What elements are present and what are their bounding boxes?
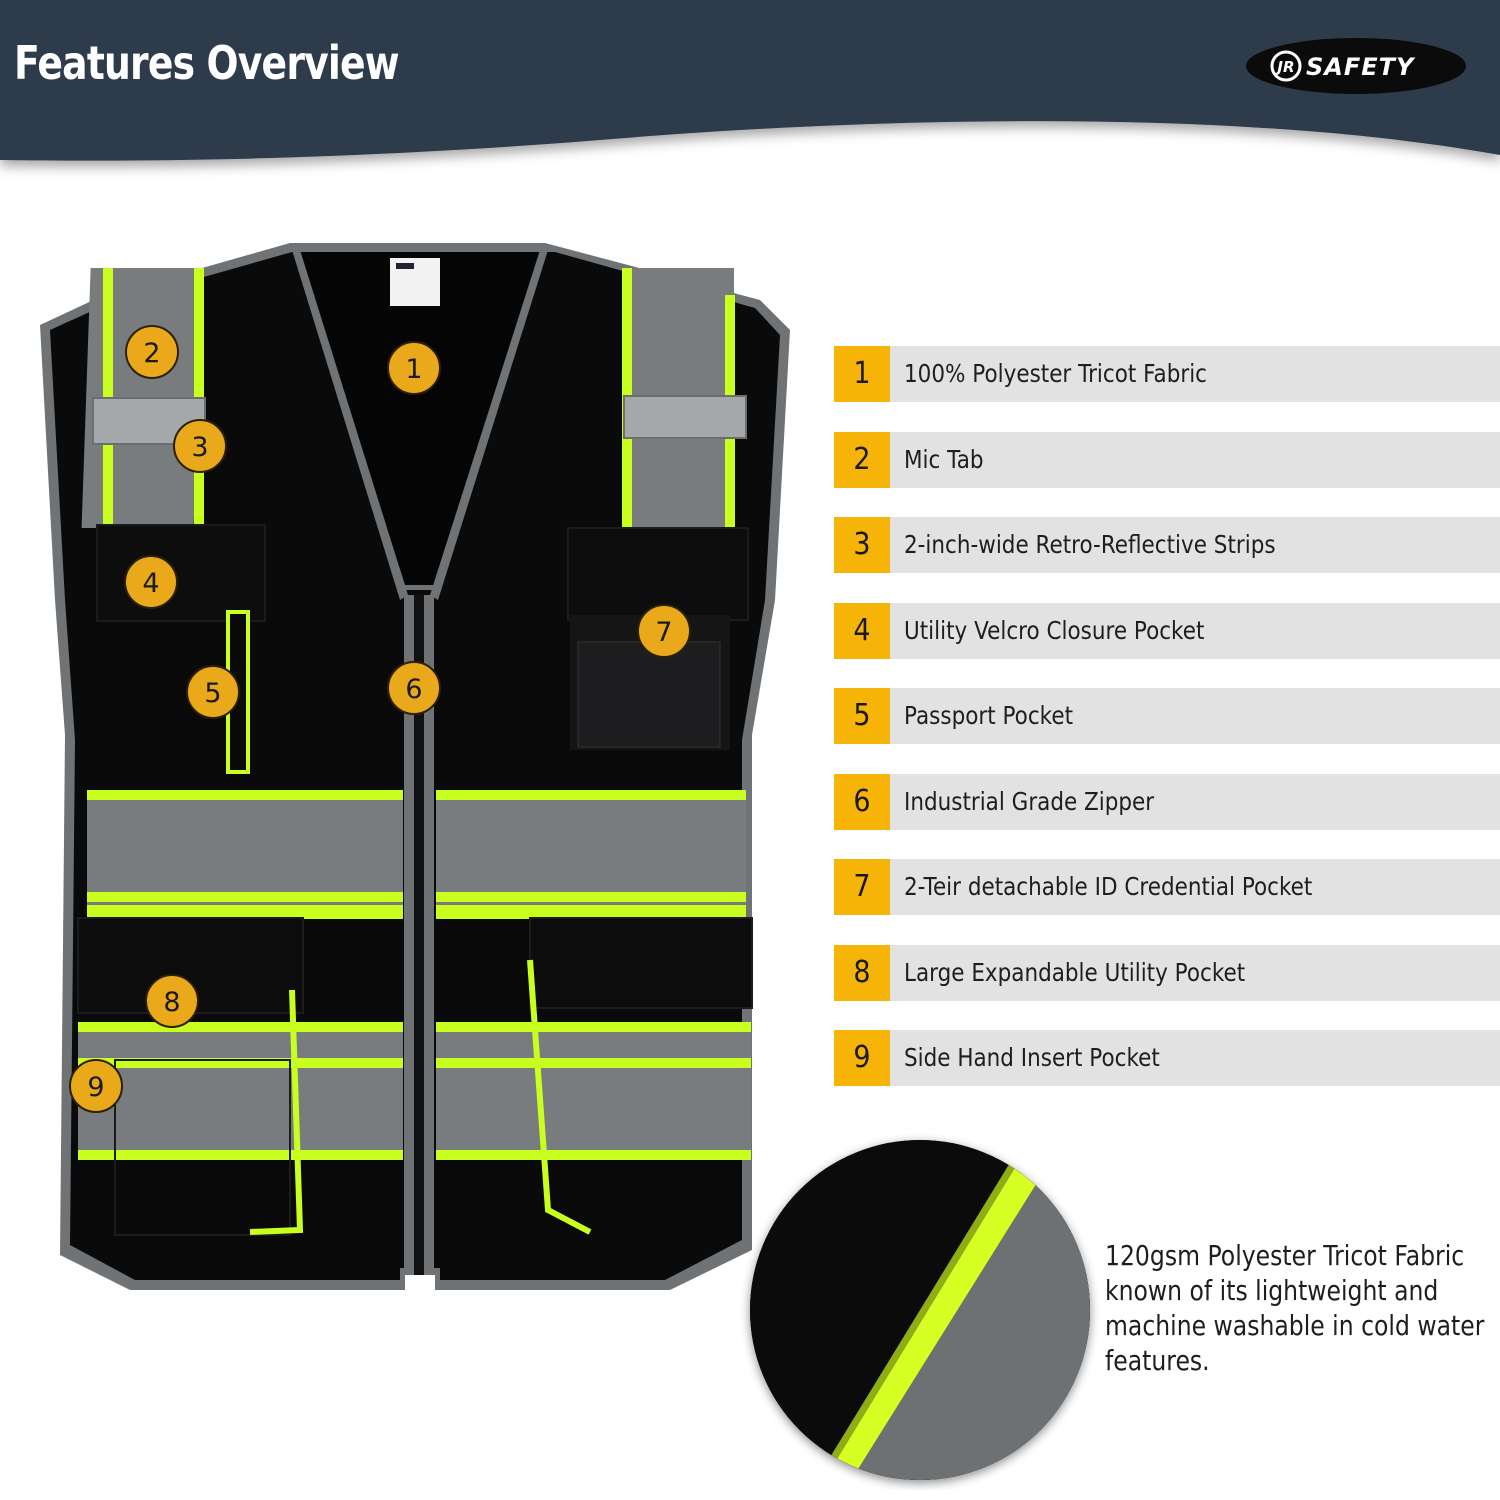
feature-number: 5 <box>834 688 890 744</box>
waist-reflective-band <box>87 790 746 919</box>
feature-label: Passport Pocket <box>904 701 1074 730</box>
feature-row: 7 2-Teir detachable ID Credential Pocket <box>834 859 1500 915</box>
feature-row: 1 100% Polyester Tricot Fabric <box>834 346 1500 402</box>
vest-illustration: 1 2 3 4 5 6 7 8 9 <box>40 243 790 1290</box>
feature-number: 4 <box>834 603 890 659</box>
callout-5-number: 5 <box>204 678 221 709</box>
feature-number: 2 <box>834 432 890 488</box>
feature-row: 6 Industrial Grade Zipper <box>834 774 1500 830</box>
callout-7: 7 <box>637 604 691 658</box>
logo-text: SAFETY <box>1306 53 1416 81</box>
feature-row: 9 Side Hand Insert Pocket <box>834 1030 1500 1086</box>
feature-label: Industrial Grade Zipper <box>904 787 1155 816</box>
feature-label: 100% Polyester Tricot Fabric <box>904 359 1207 388</box>
fabric-closeup <box>750 1140 1090 1480</box>
callout-2-number: 2 <box>143 338 160 369</box>
header-banner <box>0 0 1500 161</box>
brand-logo: JR SAFETY <box>1246 38 1466 94</box>
callout-4: 4 <box>124 555 178 609</box>
callout-3: 3 <box>173 419 227 473</box>
callout-1-number: 1 <box>405 354 422 385</box>
feature-number: 3 <box>834 517 890 573</box>
callout-7-number: 7 <box>655 617 672 648</box>
callout-8-number: 8 <box>163 987 180 1018</box>
feature-row: 3 2-inch-wide Retro-Reflective Strips <box>834 517 1500 573</box>
page-title: Features Overview <box>14 36 400 90</box>
feature-label: 2-inch-wide Retro-Reflective Strips <box>904 530 1276 559</box>
feature-callouts: 1 2 3 4 5 6 7 8 9 <box>69 325 691 1113</box>
callout-1: 1 <box>387 341 441 395</box>
callout-2: 2 <box>125 325 179 379</box>
feature-label: Utility Velcro Closure Pocket <box>904 616 1205 645</box>
chest-pockets <box>96 524 749 774</box>
feature-number: 6 <box>834 774 890 830</box>
fabric-description: 120gsm Polyester Tricot Fabric known of … <box>1105 1239 1485 1377</box>
callout-6: 6 <box>387 661 441 715</box>
shoulder-reflective-strips <box>81 268 747 530</box>
feature-number: 8 <box>834 945 890 1001</box>
feature-number: 1 <box>834 346 890 402</box>
logo-mark: JR <box>1274 58 1294 76</box>
callout-4-number: 4 <box>142 568 159 599</box>
lower-reflective-band <box>78 1022 751 1160</box>
callout-3-number: 3 <box>191 432 208 463</box>
feature-label: Large Expandable Utility Pocket <box>904 958 1246 987</box>
callout-6-number: 6 <box>405 674 422 705</box>
lower-pockets <box>77 917 753 1236</box>
feature-number: 7 <box>834 859 890 915</box>
feature-row: 4 Utility Velcro Closure Pocket <box>834 603 1500 659</box>
callout-8: 8 <box>145 974 199 1028</box>
feature-row: 2 Mic Tab <box>834 432 1500 488</box>
feature-number: 9 <box>834 1030 890 1086</box>
callout-5: 5 <box>186 665 240 719</box>
callout-9-number: 9 <box>87 1072 104 1103</box>
feature-label: 2-Teir detachable ID Credential Pocket <box>904 872 1313 901</box>
feature-label: Mic Tab <box>904 445 984 474</box>
feature-label: Side Hand Insert Pocket <box>904 1043 1160 1072</box>
feature-row: 5 Passport Pocket <box>834 688 1500 744</box>
feature-row: 8 Large Expandable Utility Pocket <box>834 945 1500 1001</box>
callout-9: 9 <box>69 1059 123 1113</box>
